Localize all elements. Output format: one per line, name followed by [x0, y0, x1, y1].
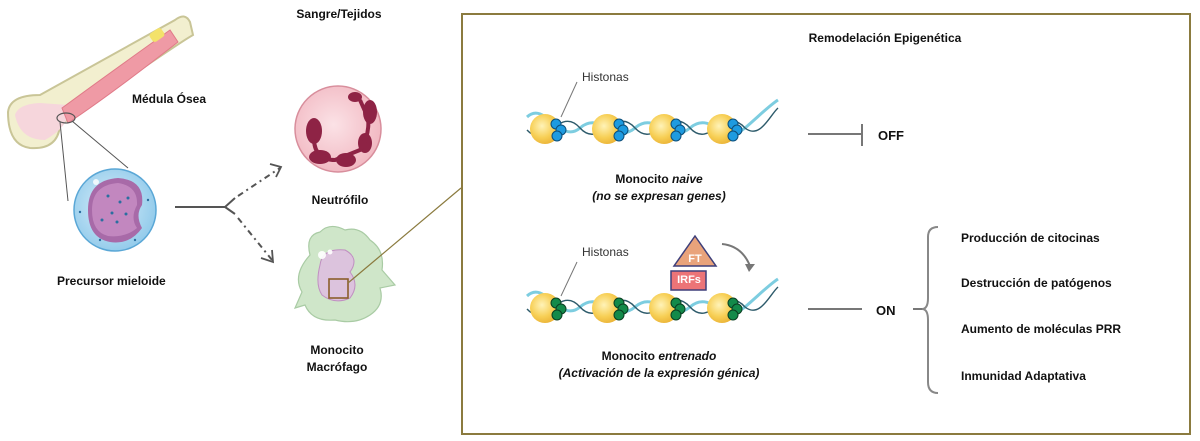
bone-illustration — [6, 15, 195, 202]
outcome-item: Aumento de moléculas PRR — [961, 322, 1122, 336]
outcomes-bracket — [921, 226, 939, 394]
nucleosome-trained-1 — [530, 293, 567, 323]
nucleosome-trained-2 — [592, 293, 629, 323]
naive-caption-line1: Monocito naive — [615, 172, 702, 186]
epigenetic-remodeling-panel — [461, 13, 1191, 435]
blood-tissues-label: Sangre/Tejidos — [296, 7, 382, 21]
neutrophil-cell — [294, 85, 382, 173]
ft-triangle — [672, 234, 718, 267]
trained-caption-line2: (Activación de la expresión génica) — [558, 366, 760, 380]
irf-label: IRFs — [677, 274, 701, 286]
precursor-cell — [73, 168, 157, 252]
trained-caption-line1: Monocito entrenado — [602, 349, 717, 363]
off-state-label: OFF — [878, 128, 904, 143]
panel-title: Remodelación Epigenética — [808, 31, 962, 45]
dna-naive — [525, 81, 779, 144]
nucleosome-naive-2 — [592, 114, 629, 144]
naive-caption-line2: (no se expresan genes) — [592, 189, 726, 203]
naive-caption-prefix: Monocito — [615, 172, 672, 186]
nucleosome-naive-3 — [649, 114, 686, 144]
nucleosome-trained-4 — [707, 293, 743, 323]
monocyte-macrophage-cell — [293, 187, 462, 323]
trained-caption-italic: entrenado — [658, 349, 717, 363]
nucleosome-naive-1 — [530, 114, 567, 144]
irf-box — [670, 270, 707, 291]
trained-caption-prefix: Monocito — [601, 349, 659, 363]
myeloid-precursor-label: Precursor mieloide — [57, 274, 166, 288]
dna-trained — [525, 261, 779, 323]
nucleosome-naive-4 — [707, 114, 743, 144]
curved-arrow-icon — [721, 243, 755, 272]
naive-caption-italic: naive — [671, 172, 703, 186]
histone-label-naive: Histonas — [582, 70, 629, 84]
histone-label-trained: Histonas — [582, 245, 629, 259]
differentiation-arrows — [175, 163, 283, 264]
macrophage-label: Macrófago — [306, 360, 368, 374]
nucleosome-trained-3 — [649, 293, 686, 323]
outcome-item: Inmunidad Adaptativa — [961, 369, 1086, 383]
on-state-label: ON — [876, 303, 896, 318]
outcome-item: Producción de citocinas — [961, 231, 1100, 245]
neutrophil-label: Neutrófilo — [311, 193, 369, 207]
outcome-item: Destrucción de patógenos — [961, 276, 1112, 290]
off-inhibitor-arrow — [808, 124, 863, 146]
ft-label: FT — [688, 253, 702, 265]
bone-marrow-label: Médula Ósea — [132, 92, 207, 106]
monocyte-label: Monocito — [310, 343, 364, 357]
